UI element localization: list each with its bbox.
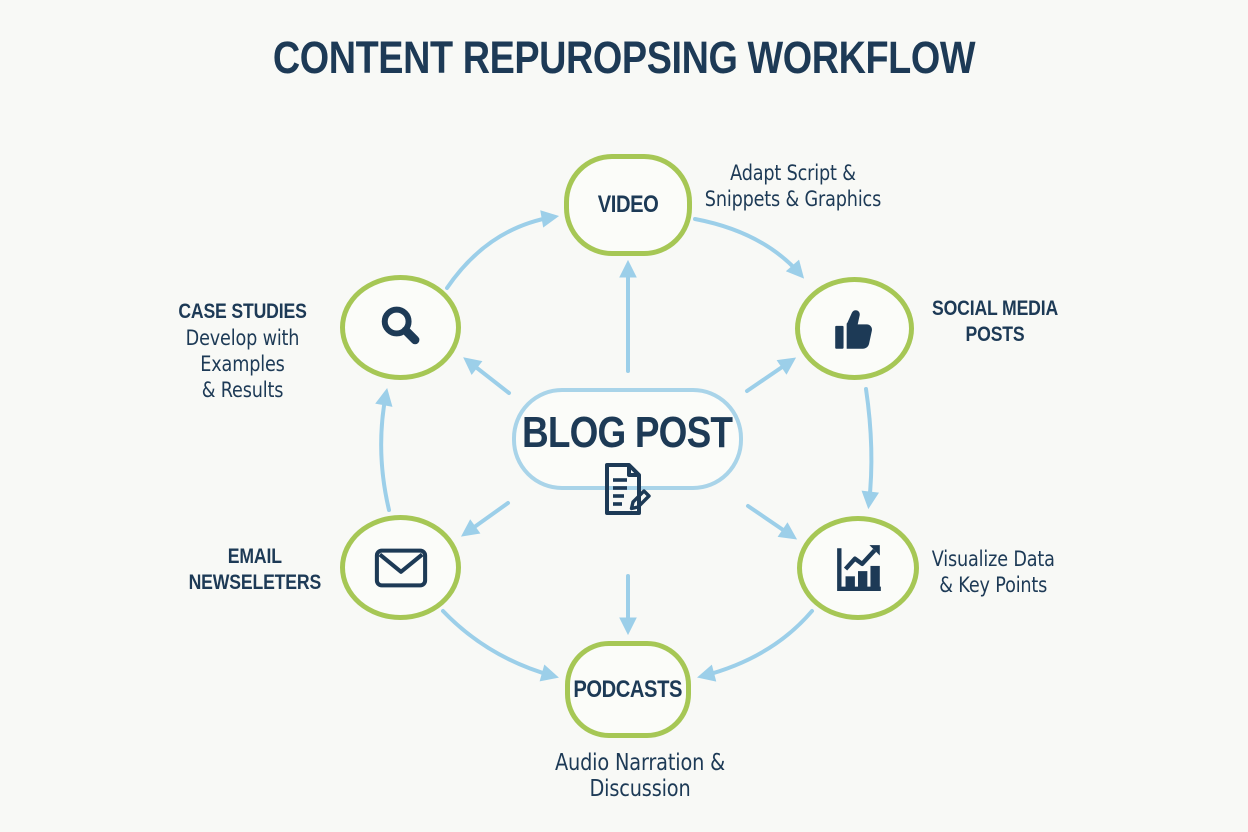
case-studies-title: CASE STUDIES [178,300,307,323]
arrow-social-media-to-visualize [861,387,880,510]
video-note: Adapt Script & Snippets & Graphics [675,160,910,215]
arrow-email-to-case-studies [375,387,393,512]
node-visualize-data [797,516,919,620]
node-email-newsletters [340,515,461,620]
video-label: VIDEO [597,191,659,218]
case-studies-line3: & Results [201,378,284,402]
visualize-line2: & Key Points [939,573,1047,597]
bar-chart-icon [837,545,881,591]
arrow-email-to-podcasts [441,609,559,682]
case-studies-line2: Develop with Examples [185,326,300,376]
node-social-media [795,277,914,380]
email-line1: EMAIL [227,545,283,568]
arrow-visualize-to-podcasts [697,609,814,682]
thumbs-up-icon [834,309,872,349]
page-title-text: CONTENT REPUROPSING WORKFLOW [272,32,976,83]
envelope-icon [374,548,427,587]
arrow-blog-to-email [460,501,510,537]
social-media-label: SOCIAL MEDIA POSTS [900,296,1090,350]
email-newsletters-label: EMAIL NEWSELETERS [160,544,350,598]
podcasts-note: Audio Narration & Discussion [490,750,790,805]
visualize-line1: Visualize Data [931,547,1055,571]
video-note-line2: Snippets & Graphics [704,187,881,211]
arrow-video-to-social-media [693,217,805,279]
blog-post-label: BLOG POST [522,408,733,457]
arrow-blog-to-social-media [745,357,797,393]
social-media-line2: POSTS [965,323,1025,346]
node-video: VIDEO [564,154,692,256]
search-icon [381,306,419,344]
podcasts-label: PODCASTS [573,675,683,703]
video-note-line1: Adapt Script & [729,161,856,185]
email-line2: NEWSELETERS [188,571,322,594]
node-case-studies [340,275,461,380]
document-pencil-icon [600,460,652,518]
arrow-blog-to-visualize [746,504,798,540]
case-studies-label: CASE STUDIES Develop with Examples & Res… [135,299,350,406]
arrow-case-studies-to-video [445,210,560,290]
node-podcasts: PODCASTS [565,641,691,738]
page-title: CONTENT REPUROPSING WORKFLOW [0,32,1248,84]
visualize-data-label: Visualize Data & Key Points [898,546,1088,601]
social-media-line1: SOCIAL MEDIA [931,297,1059,320]
arrow-blog-to-case-studies [463,357,511,395]
podcasts-note-text: Audio Narration & Discussion [554,750,726,802]
